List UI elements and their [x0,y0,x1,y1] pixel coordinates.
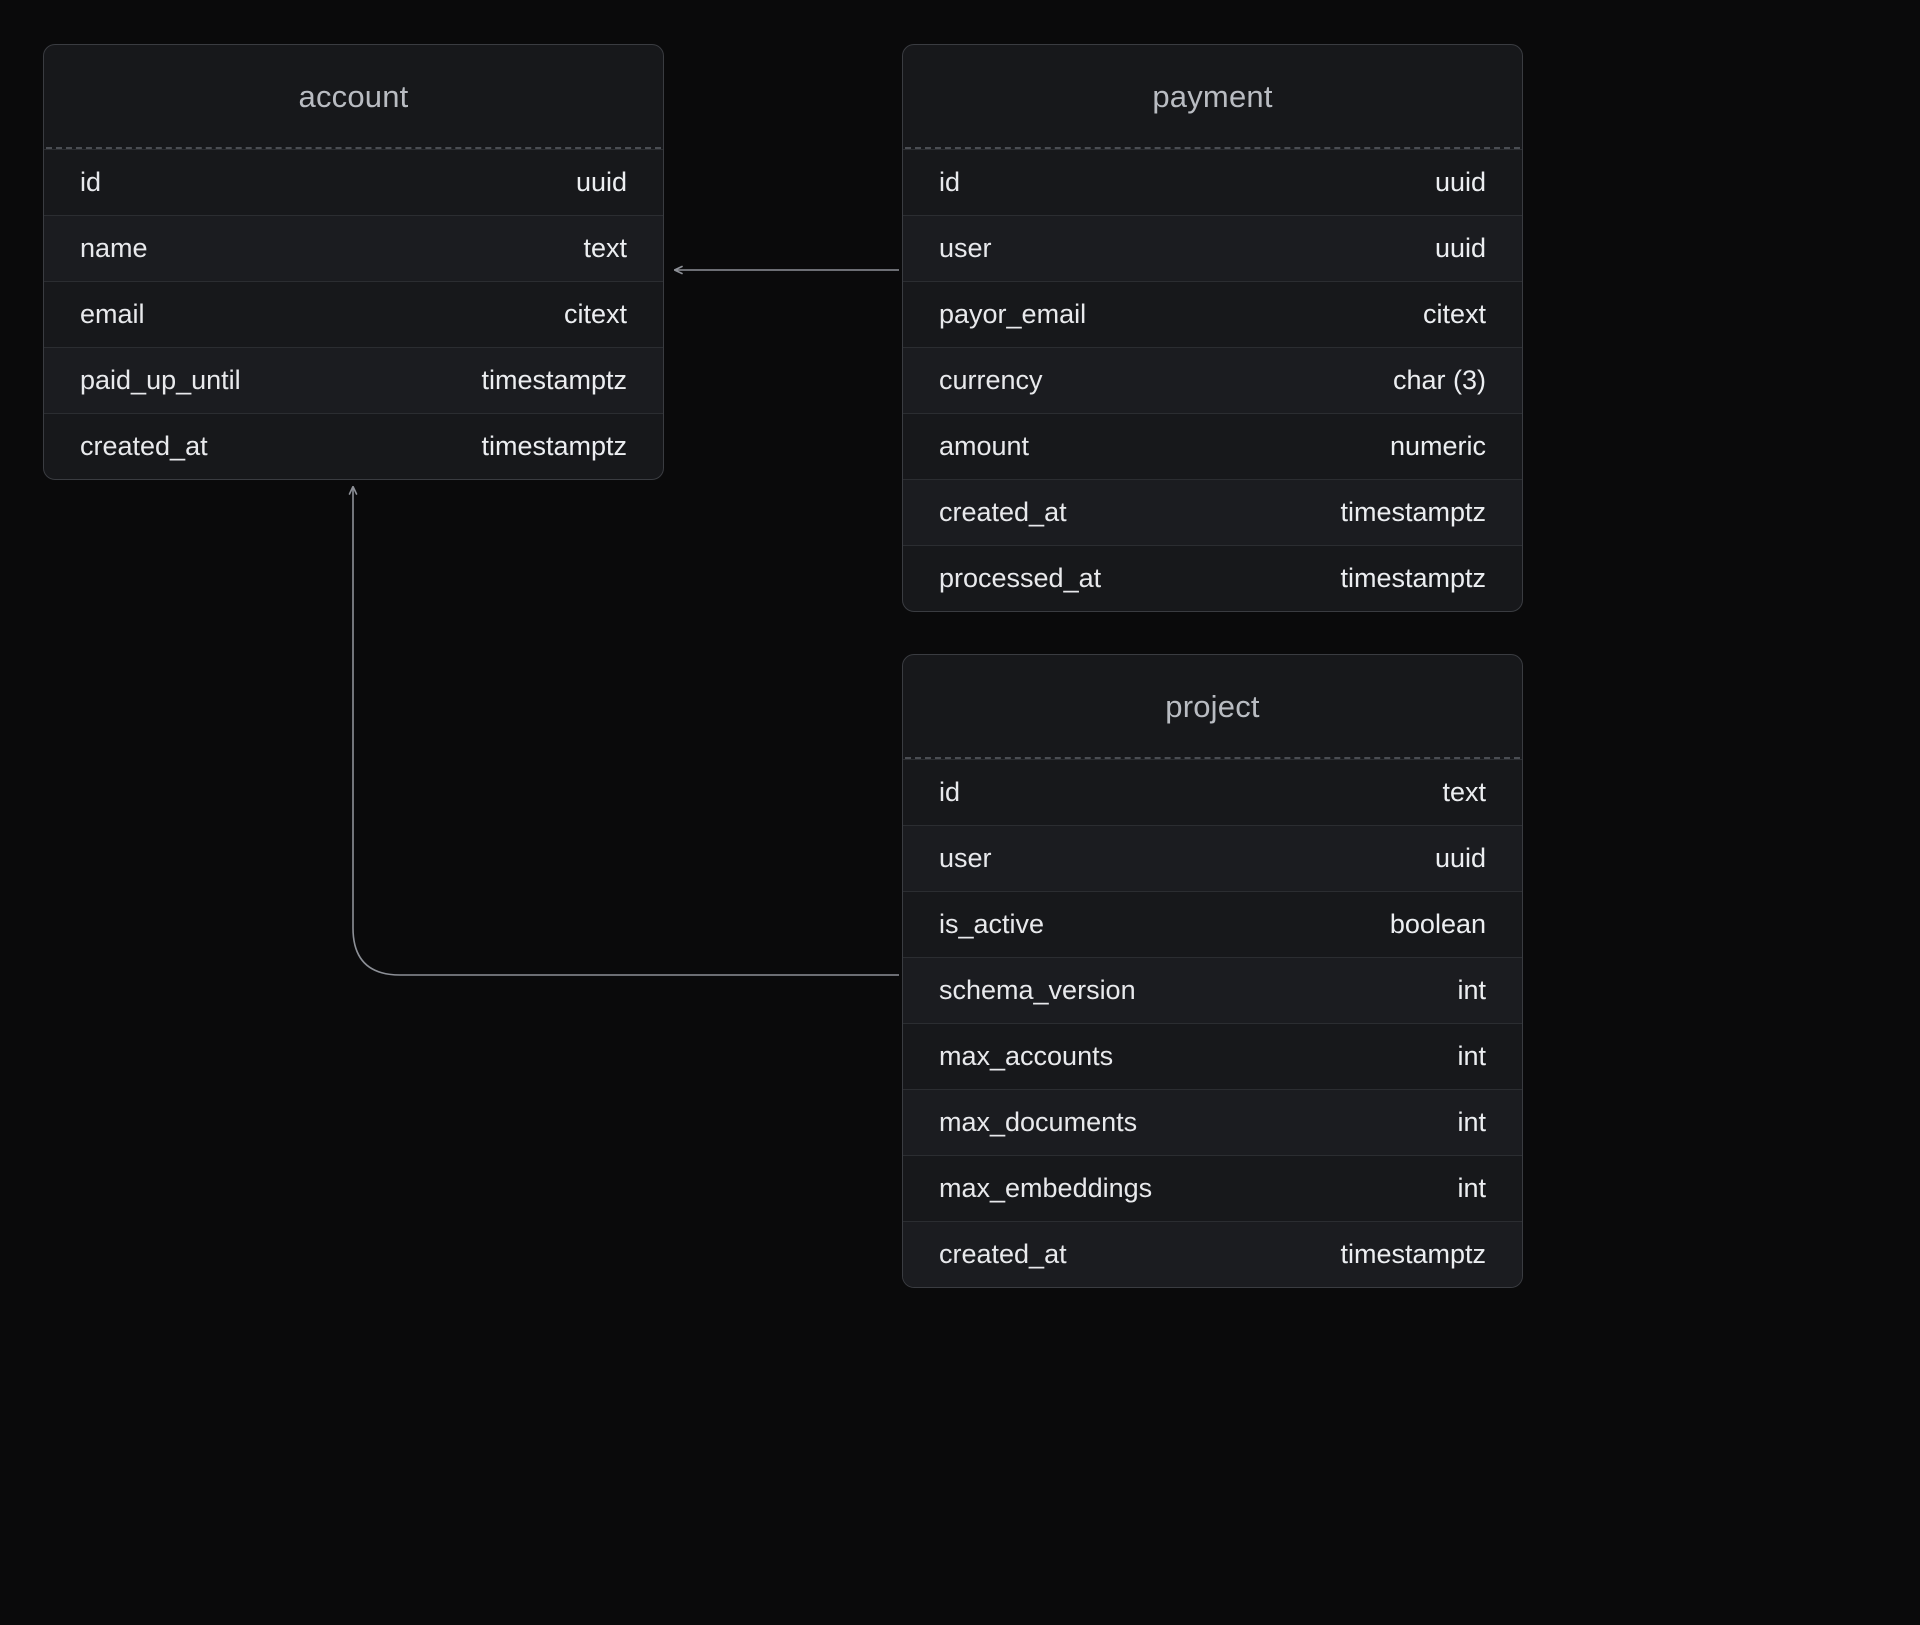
field-type: char (3) [1392,365,1486,395]
field-type: boolean [1389,909,1486,939]
field-name: created_at [939,1239,1067,1269]
field-type: uuid [575,167,627,197]
field-name: paid_up_until [80,365,241,395]
field-type: text [1442,777,1486,807]
table-row[interactable]: amount numeric [903,413,1522,479]
entity-title-payment: payment [1152,79,1273,114]
table-row[interactable]: user uuid [903,215,1522,281]
field-type: citext [1422,299,1486,329]
entity-title-project: project [1165,689,1260,724]
table-row[interactable]: processed_at timestamptz [903,545,1522,611]
table-row[interactable]: id uuid [44,149,663,215]
field-name: max_documents [939,1107,1138,1137]
field-name: currency [939,365,1043,395]
table-row[interactable]: created_at timestamptz [903,1221,1522,1287]
field-name: user [939,233,992,263]
table-row[interactable]: email citext [44,281,663,347]
table-row[interactable]: is_active boolean [903,891,1522,957]
entity-title-account: account [298,79,409,114]
field-type: numeric [1389,431,1486,461]
field-name: id [939,777,961,807]
field-name: email [80,299,145,329]
table-row[interactable]: paid_up_until timestamptz [44,347,663,413]
field-type: int [1457,1041,1486,1071]
field-name: name [80,233,148,263]
table-row[interactable]: payor_email citext [903,281,1522,347]
entity-table-account[interactable]: account id uuid name text email citext p… [43,44,664,480]
field-type: int [1457,1173,1486,1203]
title-separator [905,147,1520,149]
field-type: timestamptz [481,365,627,395]
field-name: schema_version [939,975,1136,1005]
field-type: timestamptz [1340,1239,1486,1269]
table-row[interactable]: created_at timestamptz [44,413,663,479]
table-row[interactable]: created_at timestamptz [903,479,1522,545]
entity-table-payment[interactable]: payment id uuid user uuid payor_email ci… [902,44,1523,612]
table-row[interactable]: max_embeddings int [903,1155,1522,1221]
field-name: max_accounts [939,1041,1114,1071]
field-type: timestamptz [1340,497,1486,527]
field-name: user [939,843,992,873]
field-name: is_active [939,909,1045,939]
field-name: max_embeddings [939,1173,1153,1203]
field-type: timestamptz [1340,563,1486,593]
table-row[interactable]: id uuid [903,149,1522,215]
field-type: citext [563,299,627,329]
field-type: int [1457,1107,1486,1137]
table-row[interactable]: max_documents int [903,1089,1522,1155]
table-row[interactable]: currency char (3) [903,347,1522,413]
edge-project-to-account [353,487,899,976]
field-name: id [939,167,961,197]
field-type: timestamptz [481,431,627,461]
field-type: text [583,233,627,263]
field-name: amount [939,431,1030,461]
field-type: uuid [1434,167,1486,197]
entity-table-project[interactable]: project id text user uuid is_active bool… [902,654,1523,1288]
title-separator [46,147,661,149]
field-type: uuid [1434,843,1486,873]
table-row[interactable]: max_accounts int [903,1023,1522,1089]
field-name: id [80,167,102,197]
table-row[interactable]: user uuid [903,825,1522,891]
field-name: payor_email [939,299,1087,329]
table-row[interactable]: id text [903,759,1522,825]
field-name: created_at [939,497,1067,527]
title-separator [905,757,1520,759]
field-type: int [1457,975,1486,1005]
table-row[interactable]: name text [44,215,663,281]
field-type: uuid [1434,233,1486,263]
field-name: processed_at [939,563,1102,593]
table-row[interactable]: schema_version int [903,957,1522,1023]
field-name: created_at [80,431,208,461]
